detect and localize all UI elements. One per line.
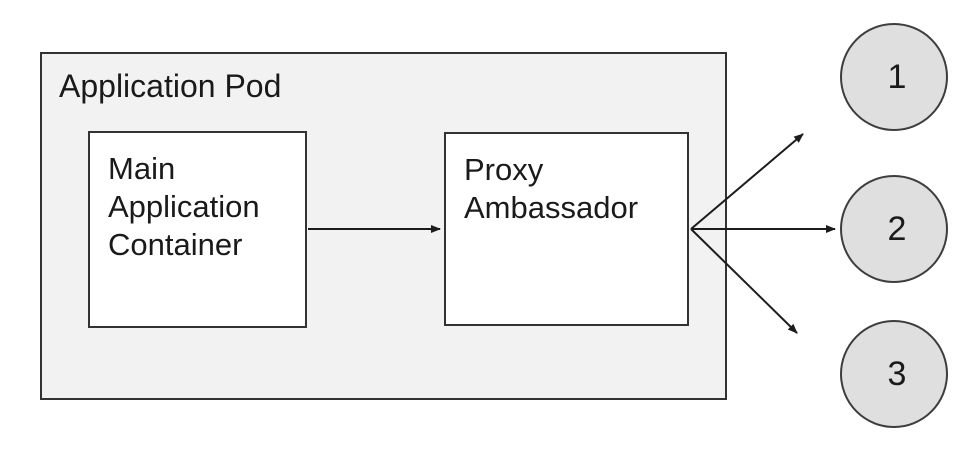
- endpoint-circle-3: 3: [840, 320, 948, 428]
- node-main-application-container: Main Application Container: [88, 131, 307, 328]
- main-application-container-label: Main Application Container: [108, 151, 260, 262]
- node-proxy-ambassador: Proxy Ambassador: [444, 132, 689, 326]
- application-pod-label: Application Pod: [59, 68, 282, 104]
- proxy-ambassador-label: Proxy Ambassador: [464, 152, 639, 225]
- endpoint-circle-1: 1: [840, 23, 948, 131]
- endpoint-2-label: 2: [887, 209, 907, 248]
- endpoint-circle-2: 2: [840, 175, 948, 283]
- endpoint-3-label: 3: [887, 354, 907, 393]
- application-pod-box: Application Pod Main Application Contain…: [40, 52, 727, 400]
- endpoint-1-label: 1: [887, 57, 907, 96]
